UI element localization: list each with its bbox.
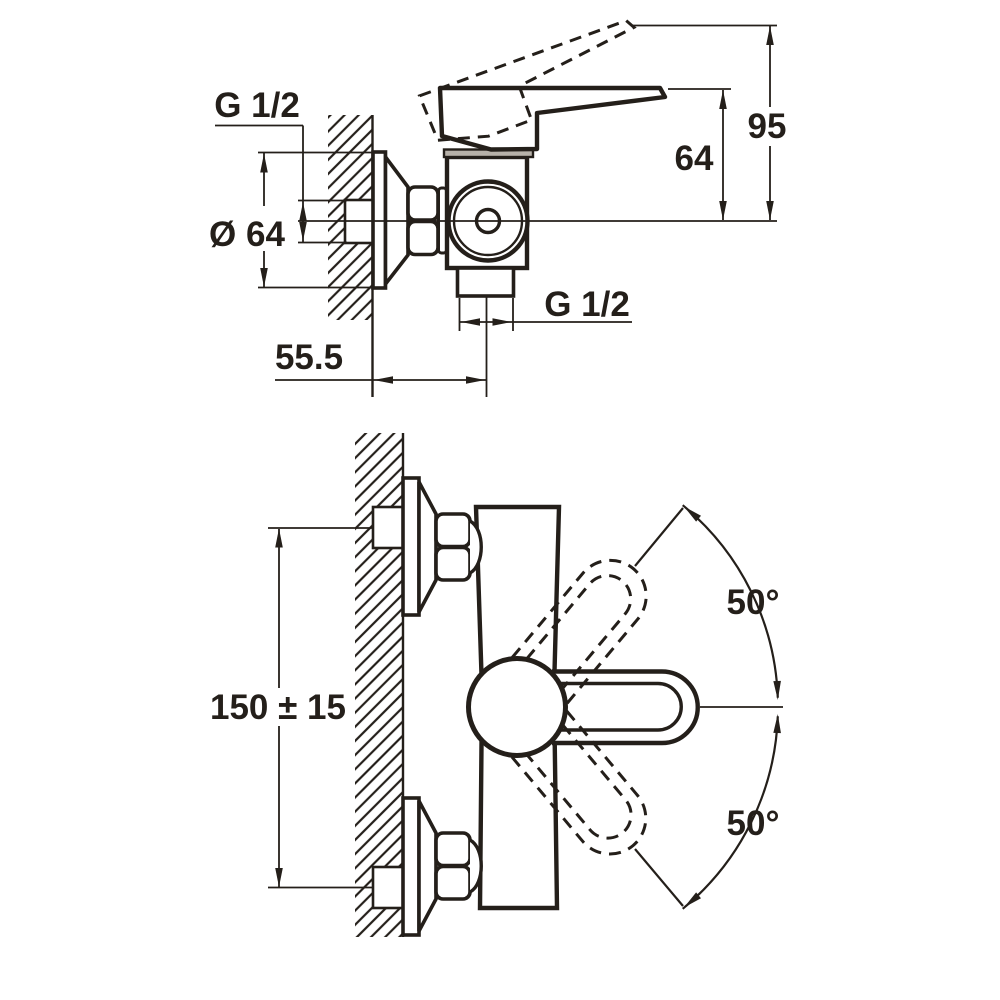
escutcheon-plate — [371, 150, 388, 290]
lever-handle-raised-dashed — [417, 18, 637, 142]
lever-handle-front — [552, 669, 700, 746]
inlet-pipe-stub-upper — [371, 505, 405, 550]
dim-95-text: 95 — [748, 107, 787, 146]
dim-escutcheon-diameter: Ø 64 — [209, 151, 373, 289]
dim-inlet-spacing: 150 ± 15 — [210, 528, 346, 887]
outlet-pipe — [455, 266, 516, 298]
connection-dome-lower — [468, 838, 483, 894]
outlet-thread-text: G 1/2 — [544, 285, 630, 324]
inlet-pipe-stub-lower — [371, 865, 405, 910]
angle-up-text: 50° — [727, 583, 780, 622]
inlet-thread-text: G 1/2 — [214, 86, 300, 125]
dim-outlet-thread: G 1/2 — [458, 285, 632, 331]
lever-handle-side — [437, 85, 668, 152]
lever-handle-up-dashed — [511, 558, 648, 705]
front-view: 150 ± 15 50° 50° — [210, 433, 783, 937]
eccentric-connector-upper — [401, 476, 472, 617]
dim-total-height-95: 95 — [631, 24, 787, 220]
connection-dome-upper — [468, 519, 483, 575]
lever-handle-down-dashed — [510, 710, 648, 856]
escutcheon-diameter-text: Ø 64 — [209, 215, 285, 254]
eccentric-connector-lower — [401, 796, 472, 937]
dim-64-text: 64 — [675, 139, 714, 178]
dim-wall-to-outlet: 55.5 — [275, 297, 488, 397]
hex-nut-upper-flat — [406, 185, 440, 222]
dim-inlet-thread: G 1/2 — [214, 86, 307, 243]
dim-150-text: 150 ± 15 — [210, 688, 346, 727]
lever-handle-front-inner — [560, 681, 683, 732]
dim-angle-down: 50° — [634, 714, 781, 910]
side-view: 95 64 G 1/2 Ø 64 — [209, 18, 787, 397]
hex-nut-lower-flat — [406, 219, 440, 257]
dim-55-5-text: 55.5 — [275, 338, 343, 377]
handle-boss-circle — [466, 656, 568, 758]
angle-down-text: 50° — [727, 804, 780, 843]
dim-lever-height-64: 64 — [668, 88, 731, 220]
dim-angle-up: 50° — [634, 504, 781, 700]
